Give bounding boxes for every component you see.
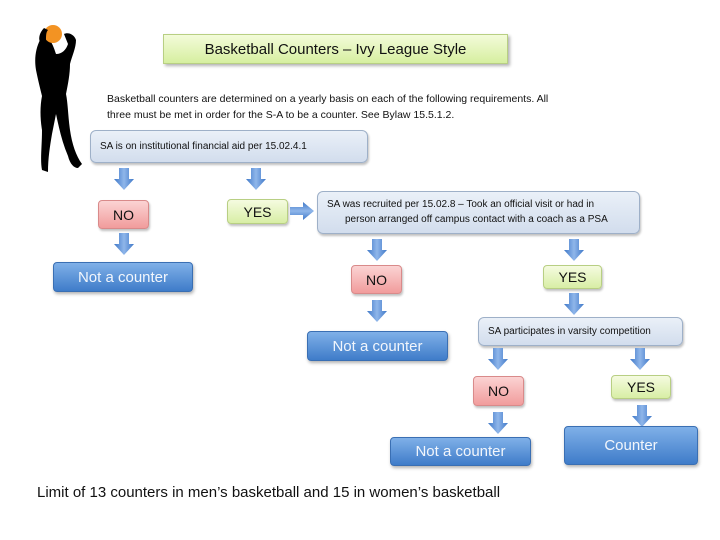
arrow-down-icon [564,293,584,315]
question-varsity-competition: SA participates in varsity competition [478,317,683,346]
question-recruited: SA was recruited per 15.02.8 – Took an o… [317,191,640,234]
question-recruited-line-2: person arranged off campus contact with … [345,214,608,225]
intro-line-2: three must be met in order for the S-A t… [107,109,455,121]
arrow-down-icon [630,348,650,370]
arrow-right-icon [290,202,314,220]
question-recruited-line-1: SA was recruited per 15.02.8 – Took an o… [327,199,595,210]
yes-badge-financial-aid: YES [227,199,288,224]
no-badge-recruited: NO [351,265,402,294]
arrow-down-icon [367,239,387,261]
intro-line-1: Basketball counters are determined on a … [107,93,549,105]
result-not-a-counter-3: Not a counter [390,437,531,466]
yes-badge-varsity: YES [611,375,671,399]
no-badge-financial-aid: NO [98,200,149,229]
arrow-down-icon [564,239,584,261]
page-title: Basketball Counters – Ivy League Style [163,34,508,64]
arrow-down-icon [114,168,134,190]
arrow-down-icon [114,233,134,255]
arrow-down-icon [488,348,508,370]
no-badge-varsity: NO [473,376,524,406]
question-financial-aid: SA is on institutional financial aid per… [90,130,368,163]
arrow-down-icon [367,300,387,322]
result-not-a-counter-2: Not a counter [307,331,448,361]
arrow-down-icon [246,168,266,190]
result-not-a-counter-1: Not a counter [53,262,193,292]
arrow-down-icon [488,412,508,434]
intro-text: Basketball counters are determined on a … [107,91,587,123]
result-counter: Counter [564,426,698,465]
footer-limit-note: Limit of 13 counters in men’s basketball… [37,484,501,501]
basketball-player-silhouette-icon [35,25,82,172]
yes-badge-recruited: YES [543,265,602,289]
arrow-down-icon [632,405,652,427]
basketball-icon [44,25,62,43]
